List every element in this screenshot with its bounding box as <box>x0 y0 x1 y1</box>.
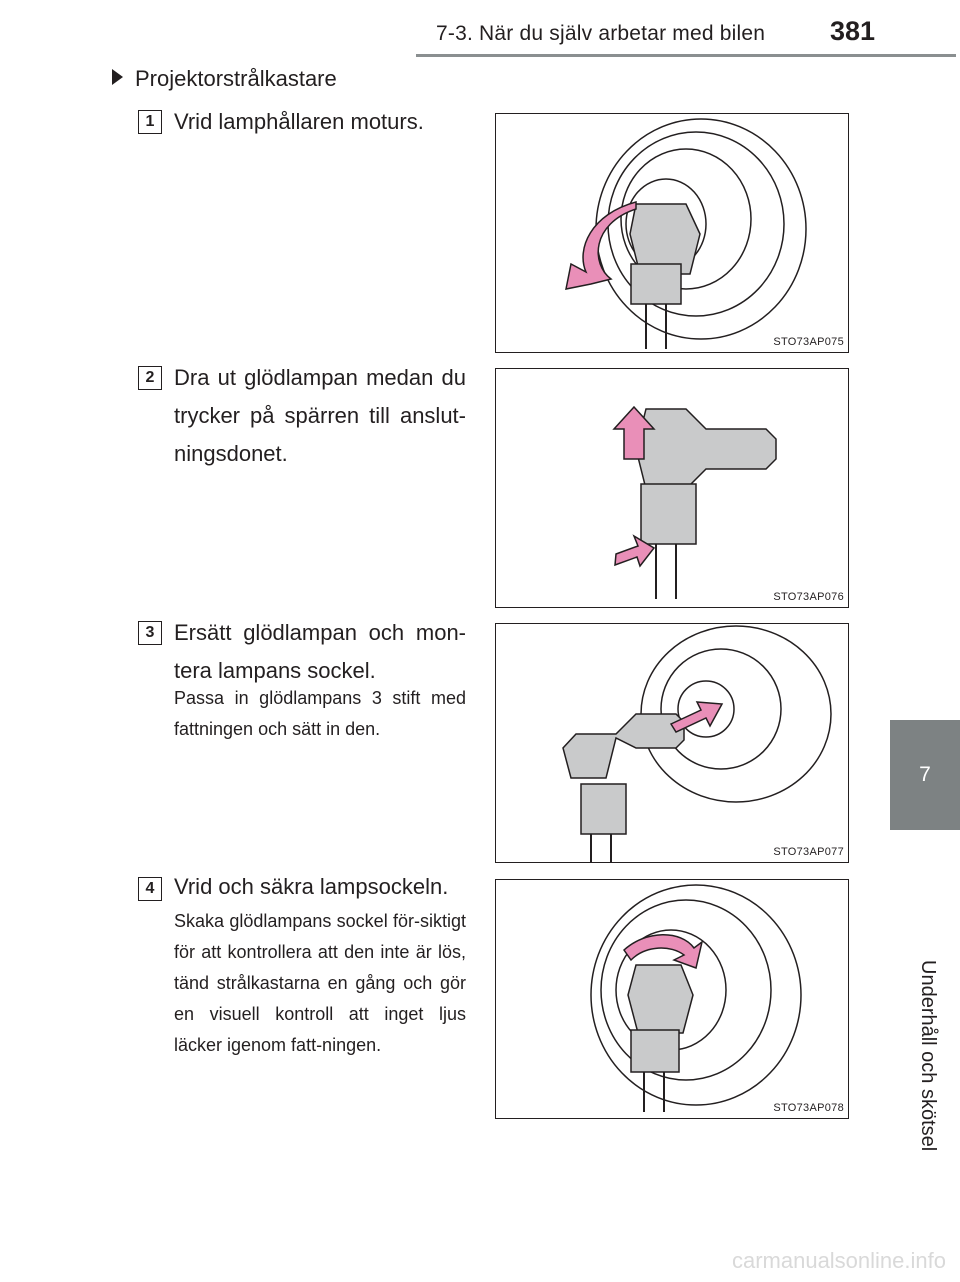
figure-code: STO73AP075 <box>773 336 844 348</box>
step-number-2: 2 <box>138 366 162 390</box>
step-1-title: Vrid lamphållaren moturs. <box>174 109 424 134</box>
step-4-title: Vrid och säkra lampsockeln. <box>174 874 449 899</box>
figure-step-3: STO73AP077 <box>495 623 849 863</box>
watermark[interactable]: carmanualsonline.info <box>731 1248 946 1273</box>
running-header: 7-3. När du själv arbetar med bilen <box>436 22 766 45</box>
lamp-holder-rotate-illustration <box>565 118 807 349</box>
figure-code: STO73AP078 <box>773 1102 844 1114</box>
page-number: 381 <box>830 16 876 46</box>
section-title: Projektorstrålkastare <box>112 66 337 92</box>
figure-step-1: STO73AP075 <box>495 113 849 353</box>
header-rule <box>416 54 956 57</box>
chapter-tab[interactable]: 7 <box>890 720 960 830</box>
chapter-title: Underhåll och skötsel <box>917 960 939 1152</box>
step-3-note: Passa in glödlampans 3 stift med fattnin… <box>174 688 466 739</box>
lamp-socket-secure-illustration <box>590 884 802 1112</box>
figure-step-2: STO73AP076 <box>495 368 849 608</box>
step-number-3: 3 <box>138 621 162 645</box>
section-title-text: Projektorstrålkastare <box>135 66 337 91</box>
bulb-removal-illustration <box>612 405 777 599</box>
figure-code: STO73AP077 <box>773 846 844 858</box>
step-3-title: Ersätt glödlampan och mon-tera lampans s… <box>174 620 466 683</box>
step-2-title: Dra ut glödlampan medan du trycker på sp… <box>174 365 466 466</box>
step-number-1: 1 <box>138 110 162 134</box>
triangle-bullet-icon <box>112 69 123 85</box>
bulb-install-illustration <box>562 625 832 862</box>
figure-code: STO73AP076 <box>773 591 844 603</box>
step-4-note: Skaka glödlampans sockel för-siktigt för… <box>174 911 466 1055</box>
chapter-label: Underhåll och skötsel <box>911 960 939 1152</box>
step-number-4: 4 <box>138 877 162 901</box>
figure-step-4: STO73AP078 <box>495 879 849 1119</box>
